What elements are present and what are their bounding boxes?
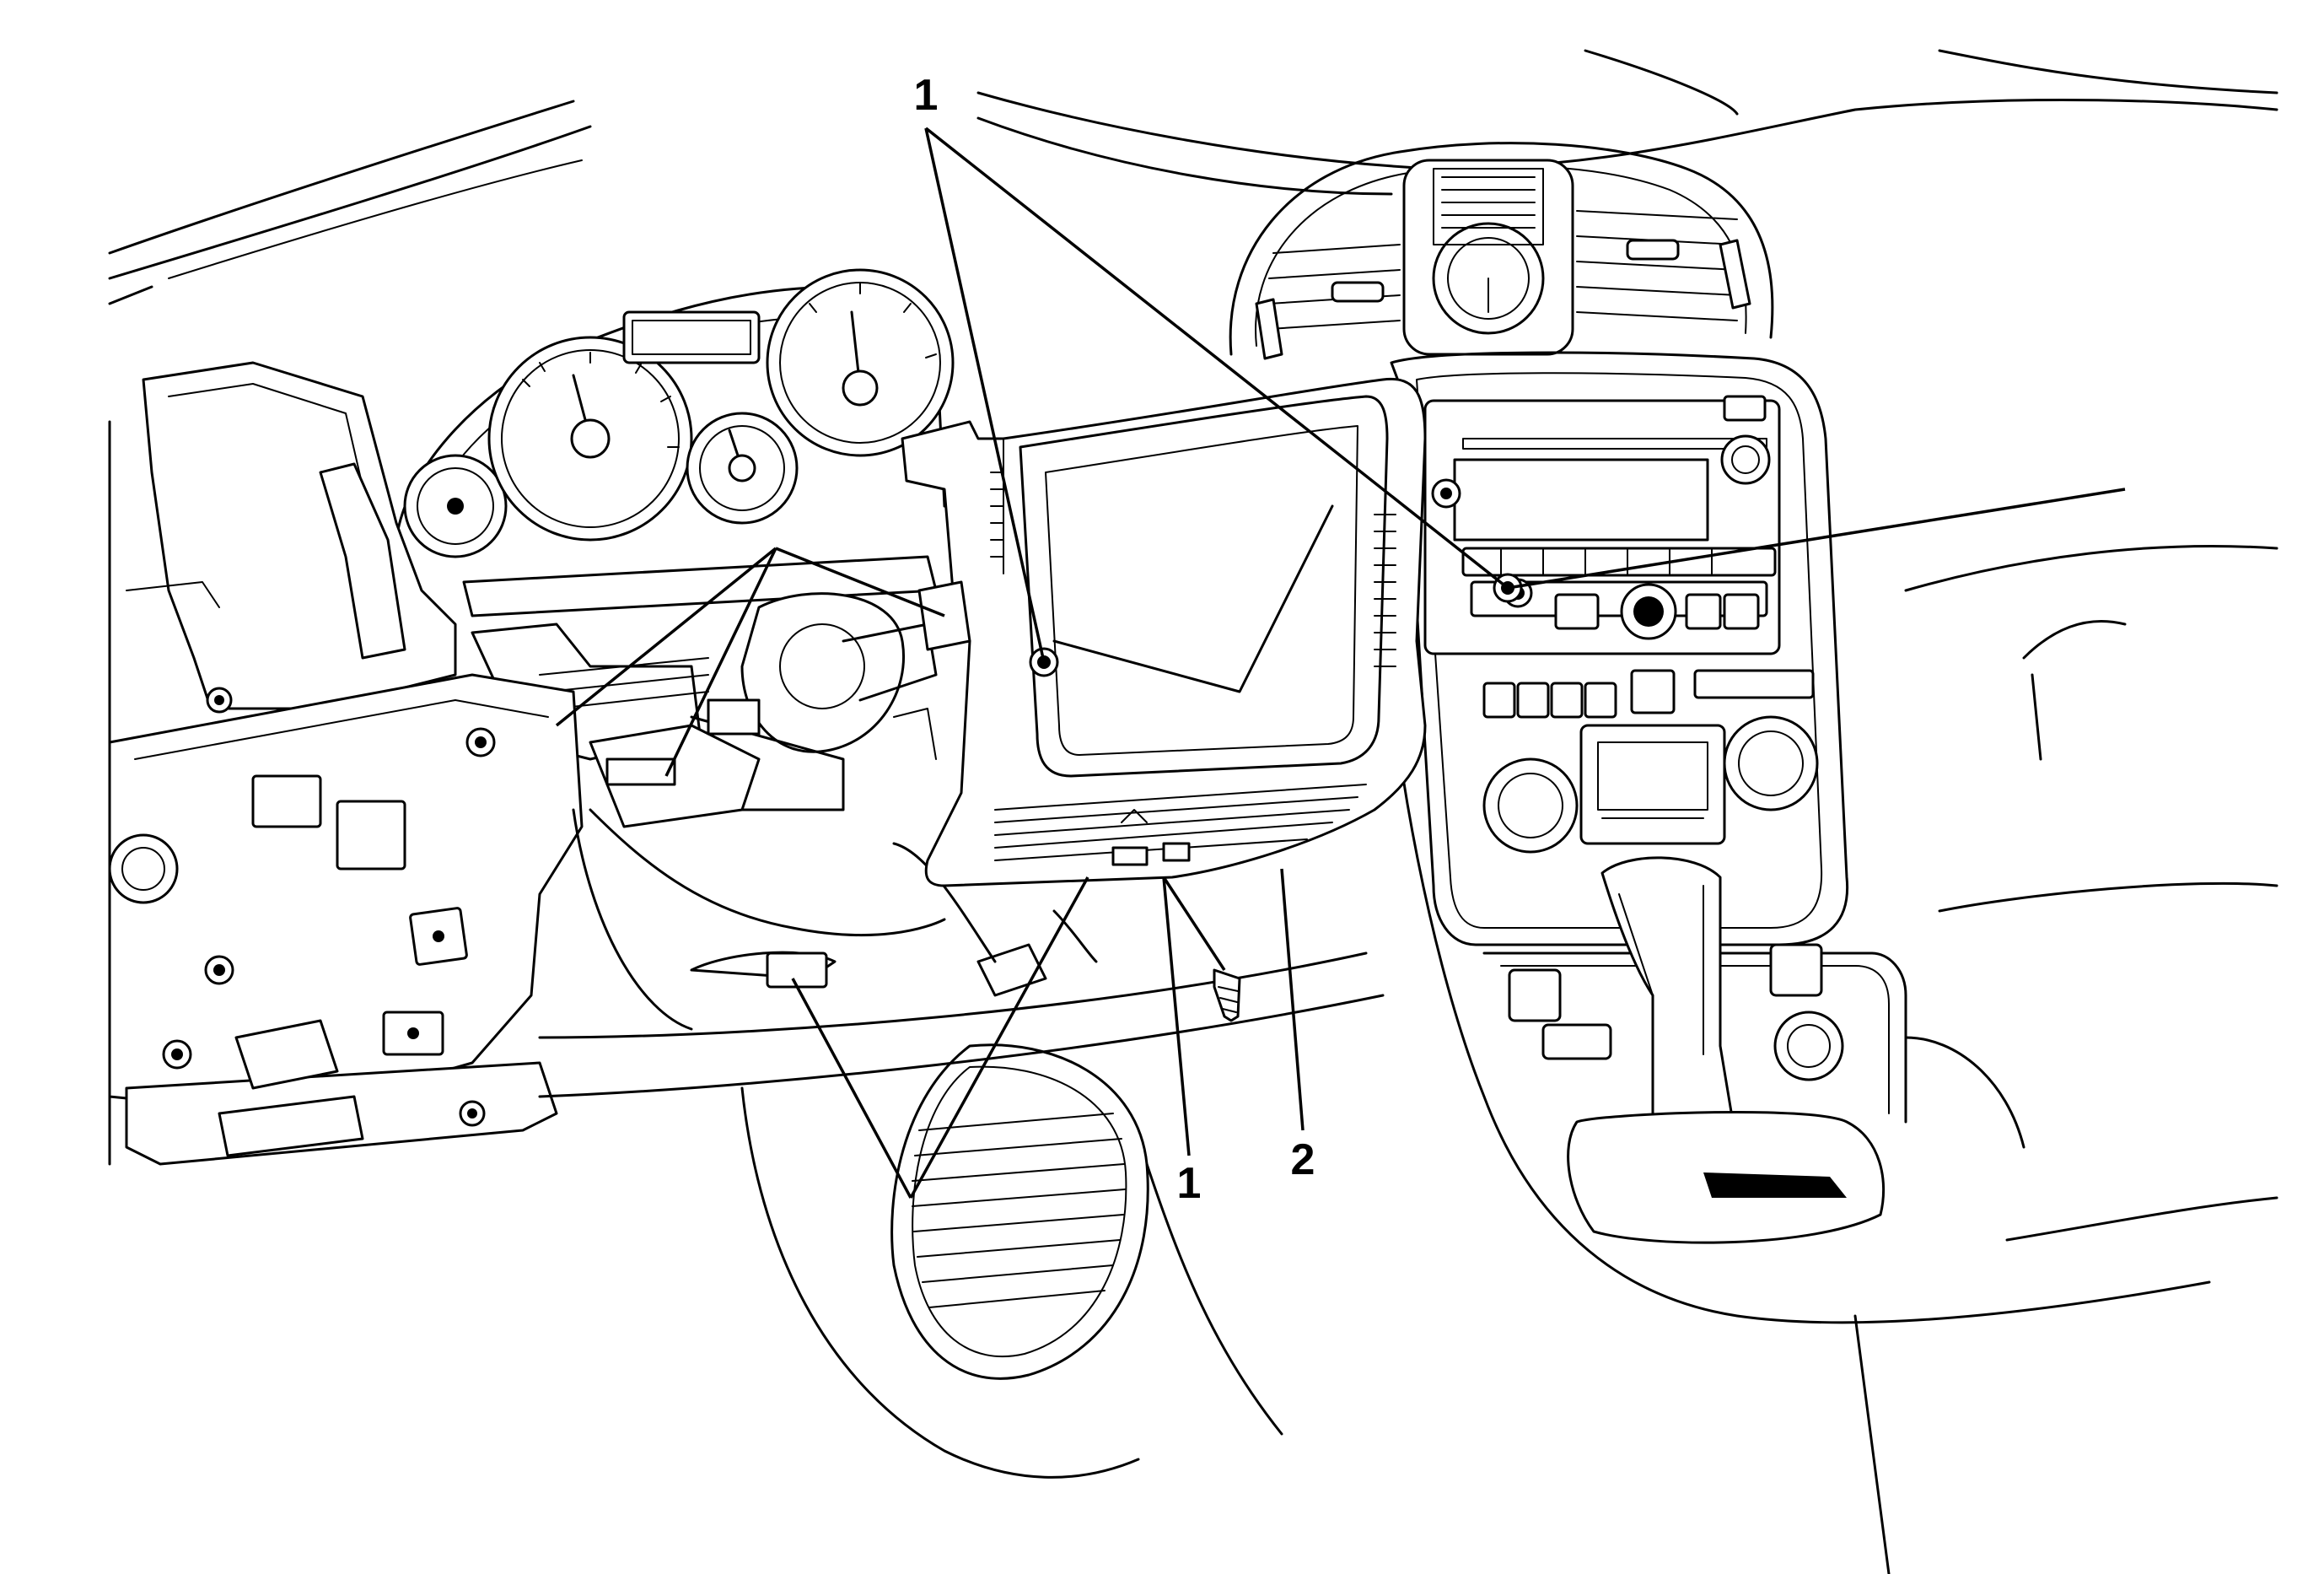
radio-center-stack [1390,351,1849,946]
lower-dash [538,808,1385,1098]
left-dash-frame [108,285,584,1166]
callout-1-top: 1 [914,71,939,120]
callouts: 1 1 2 [914,71,1315,1208]
lower-vent [740,1043,1283,1479]
callout-2: 2 [1291,1135,1315,1184]
fastener-lower-screw [1213,968,1241,1022]
leader-lines [555,127,2126,1199]
center-vent-bezel [1229,142,1774,360]
trim-bezel [901,377,1427,887]
callout-1-bottom: 1 [1177,1159,1202,1208]
center-console-shifter [1381,544,2278,1574]
instrument-cluster [395,268,955,558]
upper-dash-outline [108,49,2278,280]
steering-column-area [462,555,938,828]
